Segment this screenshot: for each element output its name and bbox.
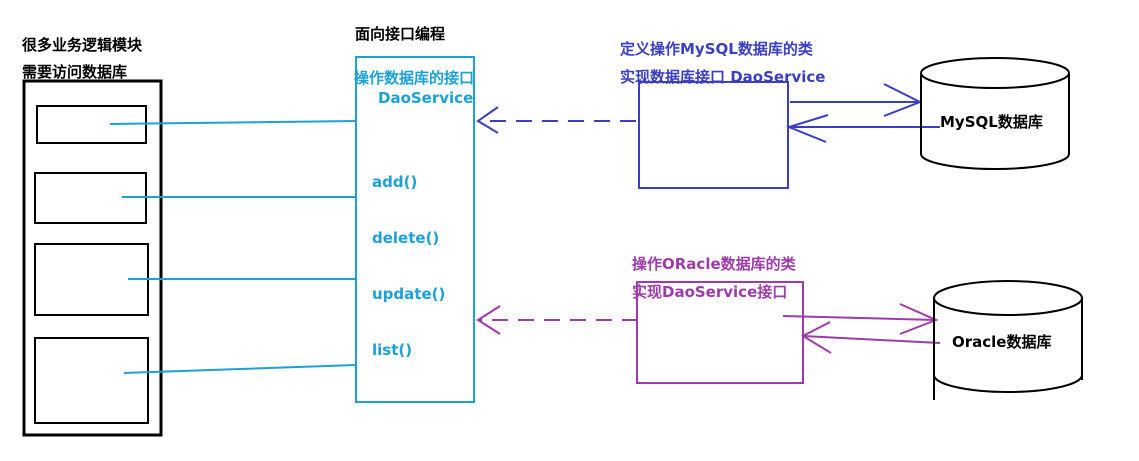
interface-title-line1: 操作数据库的接口 [354, 69, 475, 87]
oracle-impl-line1: 操作ORacle数据库的类 [632, 255, 796, 273]
mysql-database-cylinder [920, 57, 1070, 170]
method-list: list() [372, 341, 413, 359]
module-box-4 [34, 337, 149, 424]
oracle-impl-line2: 实现DaoService接口 [632, 283, 788, 301]
module-connections [109, 120, 357, 374]
oracle-database-cylinder [933, 280, 1083, 400]
modules-title-line1: 很多业务逻辑模块 [22, 36, 143, 54]
interface-title-line2: DaoService [378, 89, 474, 107]
method-delete: delete() [372, 229, 440, 247]
mysql-implements-arrow [476, 106, 636, 134]
mysql-impl-line1: 定义操作MySQL数据库的类 [620, 40, 813, 58]
business-modules-box [22, 79, 163, 437]
mysql-impl-box [638, 81, 789, 189]
connection-line-4 [123, 364, 357, 374]
mysql-db-arrows [786, 83, 940, 143]
connection-line-1 [109, 120, 357, 125]
mysql-impl-line2: 实现数据库接口 DaoService [620, 68, 826, 86]
interface-heading: 面向接口编程 [355, 25, 446, 43]
oracle-impl-box [636, 281, 804, 384]
method-add: add() [372, 173, 418, 191]
interface-box [355, 56, 475, 403]
oracle-db-arrows [782, 303, 941, 354]
modules-title-line2: 需要访问数据库 [22, 63, 128, 81]
mysql-database-label: MySQL数据库 [940, 113, 1043, 131]
oracle-implements-arrow [476, 305, 638, 335]
oracle-database-label: Oracle数据库 [952, 333, 1052, 351]
method-update: update() [372, 285, 446, 303]
